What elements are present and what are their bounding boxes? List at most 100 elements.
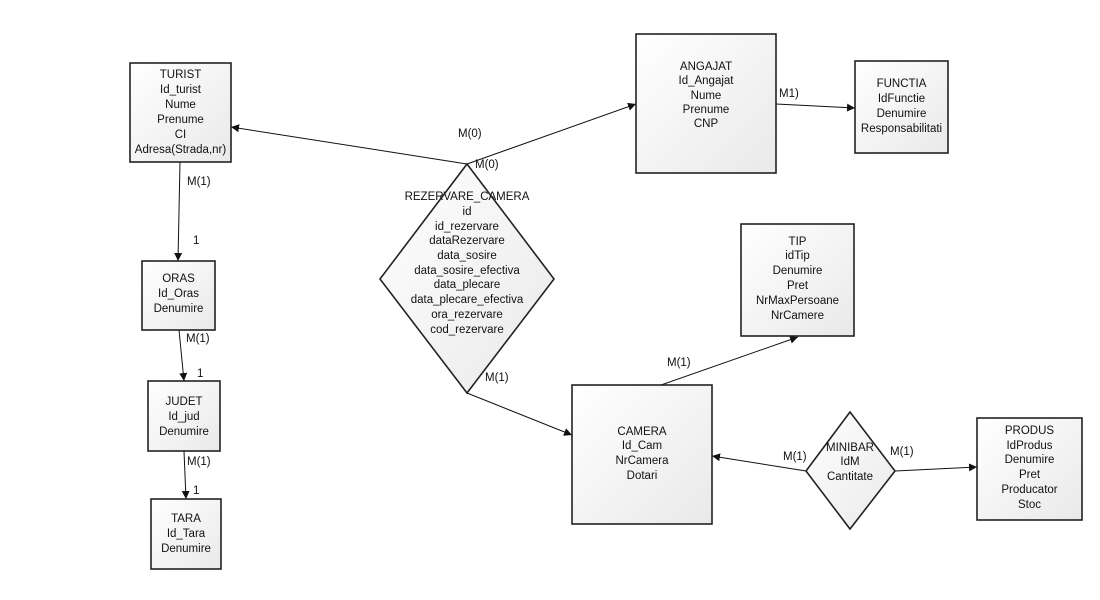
- svg-text:data_sosire: data_sosire: [437, 250, 496, 262]
- svg-text:Denumire: Denumire: [154, 303, 204, 315]
- entity-angajat-name: ANGAJAT: [680, 61, 732, 73]
- attr: IdFunctie: [878, 93, 925, 105]
- svg-text:Denumire: Denumire: [161, 543, 211, 555]
- entity-judet[interactable]: JUDET Id_jud Denumire: [147, 380, 221, 452]
- cardinality-label: M(1): [667, 357, 691, 369]
- attr: data_plecare: [434, 279, 501, 291]
- entity-angajat[interactable]: ANGAJAT Id_Angajat Nume Prenume CNP: [635, 33, 777, 174]
- entity-functia-name: FUNCTIA: [877, 78, 927, 90]
- edge-minibar-produs: [894, 463, 978, 472]
- svg-text:Denumire: Denumire: [773, 265, 823, 277]
- attr: dataRezervare: [429, 235, 504, 247]
- relationship-rezervare-camera[interactable]: REZERVARE_CAMERA id id_rezervare dataRez…: [378, 162, 556, 395]
- attr: Dotari: [627, 470, 658, 482]
- svg-text:Nume: Nume: [691, 90, 722, 102]
- attr: Prenume: [157, 114, 204, 126]
- attr: Id_Tara: [167, 528, 206, 540]
- attr: Denumire: [877, 108, 927, 120]
- attr: CI: [175, 129, 187, 141]
- svg-text:ANGAJAT: ANGAJAT: [680, 61, 732, 73]
- entity-produs[interactable]: PRODUS IdProdus Denumire Pret Producator…: [976, 417, 1083, 521]
- svg-text:TIP: TIP: [789, 236, 807, 248]
- relationship-minibar[interactable]: MINIBAR IdM Cantitate: [804, 410, 897, 531]
- cardinality-label: 1: [197, 368, 203, 380]
- attr: Nume: [691, 90, 722, 102]
- entity-tara-name: TARA: [171, 513, 201, 525]
- svg-text:cod_rezervare: cod_rezervare: [430, 324, 504, 336]
- cardinality-label: M1): [779, 88, 799, 100]
- cardinality-label: M(1): [783, 451, 807, 463]
- svg-text:MINIBAR: MINIBAR: [826, 442, 874, 454]
- svg-text:Denumire: Denumire: [877, 108, 927, 120]
- attr: IdM: [840, 456, 859, 468]
- edge-judet-tara: [181, 450, 190, 500]
- attr: data_sosire: [437, 250, 496, 262]
- attr: CNP: [694, 118, 719, 130]
- edge-rezervare-turist: [230, 124, 468, 165]
- attr: Pret: [1019, 469, 1041, 481]
- relationship-rezervare-name: REZERVARE_CAMERA: [405, 191, 530, 203]
- svg-text:JUDET: JUDET: [165, 396, 202, 408]
- attr: data_sosire_efectiva: [414, 265, 520, 277]
- attr: Responsabilitati: [861, 123, 942, 135]
- attr: Prenume: [683, 104, 730, 116]
- entity-camera-name: CAMERA: [617, 426, 667, 438]
- svg-text:id: id: [463, 206, 472, 218]
- svg-text:data_plecare: data_plecare: [434, 279, 501, 291]
- attr: Id_turist: [160, 84, 202, 96]
- attr: Denumire: [773, 265, 823, 277]
- svg-text:Nume: Nume: [165, 99, 196, 111]
- svg-text:PRODUS: PRODUS: [1005, 425, 1055, 437]
- attr: ora_rezervare: [431, 309, 503, 321]
- svg-text:FUNCTIA: FUNCTIA: [877, 78, 927, 90]
- svg-text:Cantitate: Cantitate: [827, 471, 873, 483]
- attr: Cantitate: [827, 471, 873, 483]
- cardinality-label: 1: [193, 235, 199, 247]
- svg-text:Id_turist: Id_turist: [160, 84, 202, 96]
- entity-oras-name: ORAS: [162, 273, 195, 285]
- edge-oras-judet: [178, 329, 188, 382]
- attr: idTip: [785, 250, 810, 262]
- attr: Id_jud: [168, 411, 199, 423]
- entity-tip[interactable]: TIP idTip Denumire Pret NrMaxPersoane Nr…: [740, 223, 855, 337]
- edge-minibar-camera: [711, 453, 807, 472]
- attr: Denumire: [1005, 454, 1055, 466]
- svg-text:REZERVARE_CAMERA: REZERVARE_CAMERA: [405, 191, 530, 203]
- svg-text:Prenume: Prenume: [683, 104, 730, 116]
- attr: NrMaxPersoane: [756, 295, 839, 307]
- entity-functia[interactable]: FUNCTIA IdFunctie Denumire Responsabilit…: [854, 60, 949, 154]
- svg-text:Responsabilitati: Responsabilitati: [861, 123, 942, 135]
- edge-turist-oras: [174, 161, 183, 262]
- svg-text:Id_jud: Id_jud: [168, 411, 199, 423]
- svg-text:Id_Oras: Id_Oras: [158, 288, 199, 300]
- cardinality-label: M(1): [186, 333, 210, 345]
- svg-text:id_rezervare: id_rezervare: [435, 221, 499, 233]
- svg-text:Dotari: Dotari: [627, 470, 658, 482]
- svg-text:ORAS: ORAS: [162, 273, 195, 285]
- cardinality-label: 1: [193, 485, 199, 497]
- entity-camera[interactable]: CAMERA Id_Cam NrCamera Dotari: [571, 384, 713, 525]
- attr: Denumire: [159, 426, 209, 438]
- attr: Adresa(Strada,nr): [135, 144, 227, 156]
- svg-text:Denumire: Denumire: [159, 426, 209, 438]
- svg-text:data_sosire_efectiva: data_sosire_efectiva: [414, 265, 520, 277]
- svg-text:TARA: TARA: [171, 513, 201, 525]
- attr: cod_rezervare: [430, 324, 504, 336]
- attr: Producator: [1001, 484, 1057, 496]
- svg-text:IdFunctie: IdFunctie: [878, 93, 925, 105]
- svg-text:data_plecare_efectiva: data_plecare_efectiva: [411, 294, 524, 306]
- svg-text:NrCamere: NrCamere: [771, 310, 824, 322]
- attr: id_rezervare: [435, 221, 499, 233]
- entity-oras[interactable]: ORAS Id_Oras Denumire: [141, 260, 216, 331]
- svg-text:Id_Tara: Id_Tara: [167, 528, 206, 540]
- cardinality-label: M(1): [187, 176, 211, 188]
- attr: Id_Oras: [158, 288, 199, 300]
- relationship-minibar-name: MINIBAR: [826, 442, 874, 454]
- entity-tip-name: TIP: [789, 236, 807, 248]
- attr: Id_Angajat: [679, 75, 735, 87]
- entity-tara[interactable]: TARA Id_Tara Denumire: [150, 498, 222, 570]
- svg-text:CI: CI: [175, 129, 187, 141]
- svg-text:Stoc: Stoc: [1018, 499, 1041, 511]
- attr: IdProdus: [1006, 440, 1052, 452]
- entity-turist[interactable]: TURIST Id_turist Nume Prenume CI Adresa(…: [129, 62, 232, 163]
